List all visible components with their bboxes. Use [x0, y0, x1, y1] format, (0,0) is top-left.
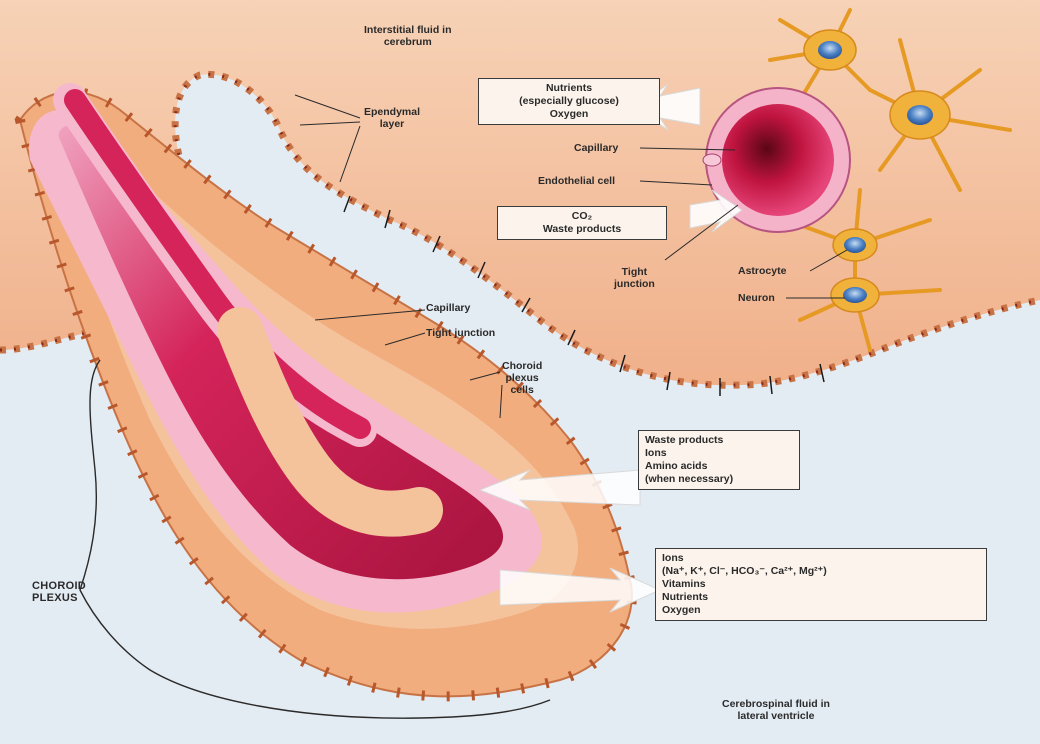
- plexus-input-line-1: Waste products: [645, 434, 793, 447]
- choroid-plexus-label: CHOROID PLEXUS: [32, 580, 86, 604]
- nutrients-box-line-1: Nutrients: [479, 82, 659, 95]
- choroid-plexus-cells-label: Choroid plexus cells: [502, 360, 542, 396]
- plexus-input-line-2: Ions: [645, 447, 793, 460]
- plexus-output-line-4: Nutrients: [662, 591, 980, 604]
- plexus-output-line-2: (Na⁺, K⁺, Cl⁻, HCO₃⁻, Ca²⁺, Mg²⁺): [662, 565, 980, 578]
- tight-junction-top-line-1: Tight: [614, 266, 655, 278]
- ependymal-layer-label: Ependymal layer: [364, 106, 420, 130]
- ependymal-line-1: Ependymal: [364, 106, 420, 118]
- csf-line-1: Cerebrospinal fluid in: [722, 698, 830, 710]
- plexus-output-line-1: Ions: [662, 552, 980, 565]
- nutrients-box-line-3: Oxygen: [479, 108, 659, 121]
- ependymal-line-2: layer: [364, 118, 420, 130]
- tight-junction-plexus-label: Tight junction: [426, 327, 495, 339]
- csf-line-2: lateral ventricle: [722, 710, 830, 722]
- choroid-plexus-line-2: PLEXUS: [32, 592, 86, 604]
- waste-box: CO₂ Waste products: [497, 206, 667, 240]
- choroid-cells-line-3: cells: [502, 384, 542, 396]
- plexus-input-line-4: (when necessary): [645, 473, 793, 486]
- csf-label: Cerebrospinal fluid in lateral ventricle: [722, 698, 830, 722]
- waste-box-line-2: Waste products: [498, 223, 666, 236]
- capillary-plexus-label: Capillary: [426, 302, 470, 314]
- capillary-top-label: Capillary: [574, 142, 618, 154]
- plexus-output-line-5: Oxygen: [662, 604, 980, 617]
- endothelial-nucleus: [703, 154, 721, 166]
- waste-box-line-1: CO₂: [498, 210, 666, 223]
- interstitial-fluid-line-2: cerebrum: [364, 36, 452, 48]
- endothelial-cell-label: Endothelial cell: [538, 175, 615, 187]
- interstitial-fluid-label: Interstitial fluid in cerebrum: [364, 24, 452, 48]
- tight-junction-top-line-2: junction: [614, 278, 655, 290]
- plexus-output-line-3: Vitamins: [662, 578, 980, 591]
- plexus-output-box: Ions (Na⁺, K⁺, Cl⁻, HCO₃⁻, Ca²⁺, Mg²⁺) V…: [655, 548, 987, 621]
- tight-junction-top-label: Tight junction: [614, 266, 655, 290]
- interstitial-fluid-line-1: Interstitial fluid in: [364, 24, 452, 36]
- brain-capillary-lumen: [722, 104, 834, 216]
- nutrients-box: Nutrients (especially glucose) Oxygen: [478, 78, 660, 125]
- choroid-cells-line-2: plexus: [502, 372, 542, 384]
- nutrients-box-line-2: (especially glucose): [479, 95, 659, 108]
- plexus-input-box: Waste products Ions Amino acids (when ne…: [638, 430, 800, 490]
- neuron-label: Neuron: [738, 292, 775, 304]
- choroid-cells-line-1: Choroid: [502, 360, 542, 372]
- astrocyte-label: Astrocyte: [738, 265, 786, 277]
- plexus-input-line-3: Amino acids: [645, 460, 793, 473]
- choroid-plexus-line-1: CHOROID: [32, 580, 86, 592]
